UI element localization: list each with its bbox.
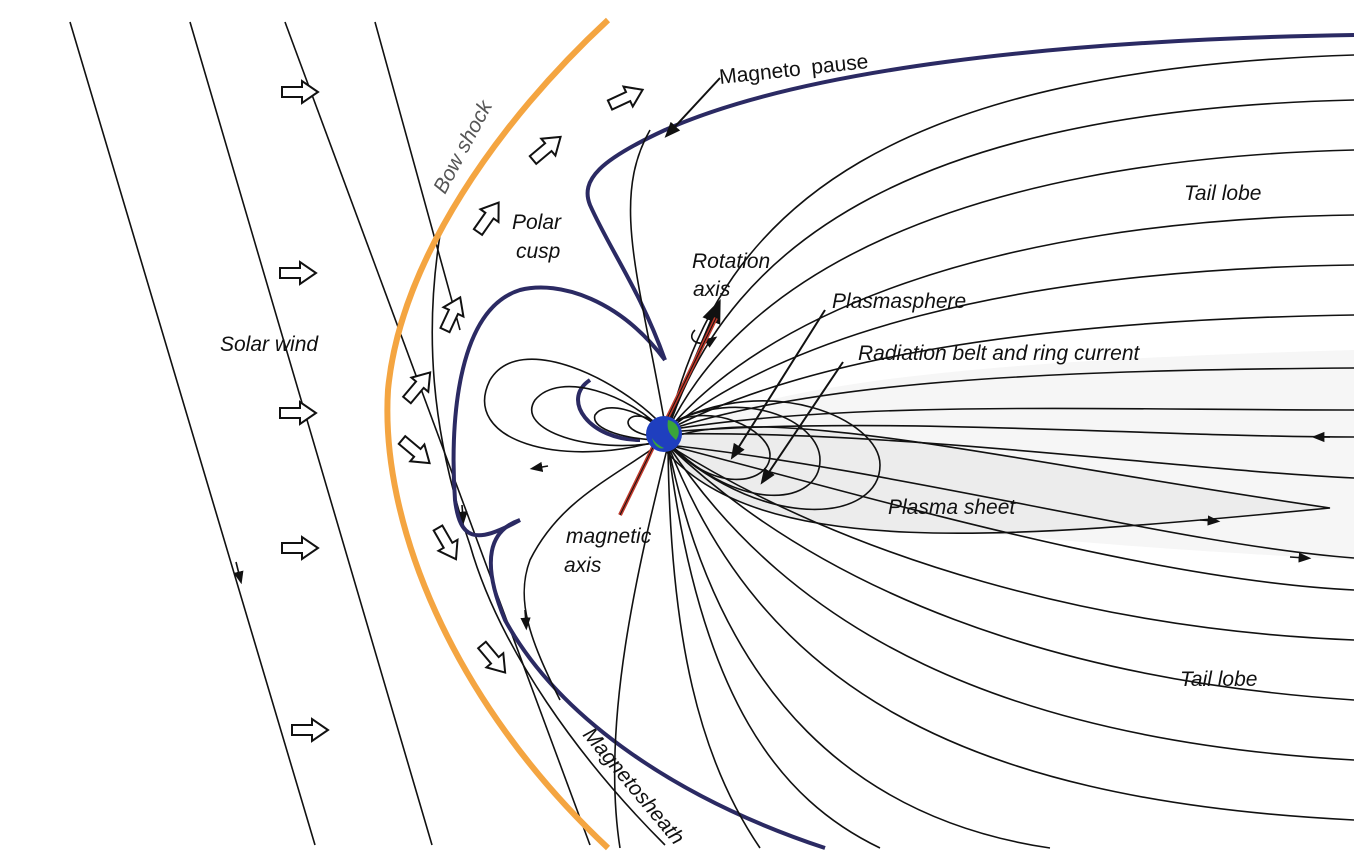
- solar-wind-field-lines: [69, 21, 591, 846]
- radiation-belt-label: Radiation belt and ring current: [858, 342, 1141, 365]
- inner-loops: [667, 400, 881, 511]
- tail-lobe-top-label: Tail lobe: [1184, 182, 1261, 205]
- sheath-flow-arrows: [393, 78, 649, 681]
- tail-field-lines-lower: [613, 444, 1354, 849]
- tail-lobe-bottom-label: Tail lobe: [1180, 668, 1257, 691]
- magnetic-axis-label-1: magnetic: [566, 525, 652, 548]
- magnetopause-label-part-1: Magneto: [718, 58, 802, 89]
- polar-cusp-label-2: cusp: [516, 240, 560, 263]
- bow-shock-curve: [384, 17, 611, 851]
- polar-cusp-label-1: Polar: [512, 211, 562, 234]
- pointer-arrows: [664, 77, 844, 485]
- dayside-field-lines: [483, 129, 666, 701]
- plasmasphere-label: Plasmasphere: [832, 290, 966, 313]
- rotation-axis-label-1: Rotation: [692, 250, 770, 273]
- solar-wind-flow-arrows: [279, 80, 329, 742]
- magnetopause-boundary: [451, 33, 1354, 850]
- earth-icon: [646, 416, 682, 452]
- bow-shock-label: Bow shock: [429, 96, 498, 198]
- rotation-axis-label-2: axis: [693, 278, 731, 301]
- solar-wind-label: Solar wind: [220, 333, 319, 356]
- magnetic-axis-label-2: axis: [564, 554, 602, 577]
- plasma-sheet-label: Plasma sheet: [888, 496, 1016, 519]
- magnetosheath-label: Magnetosheath: [578, 723, 689, 849]
- tail-field-lines-upper: [667, 54, 1354, 479]
